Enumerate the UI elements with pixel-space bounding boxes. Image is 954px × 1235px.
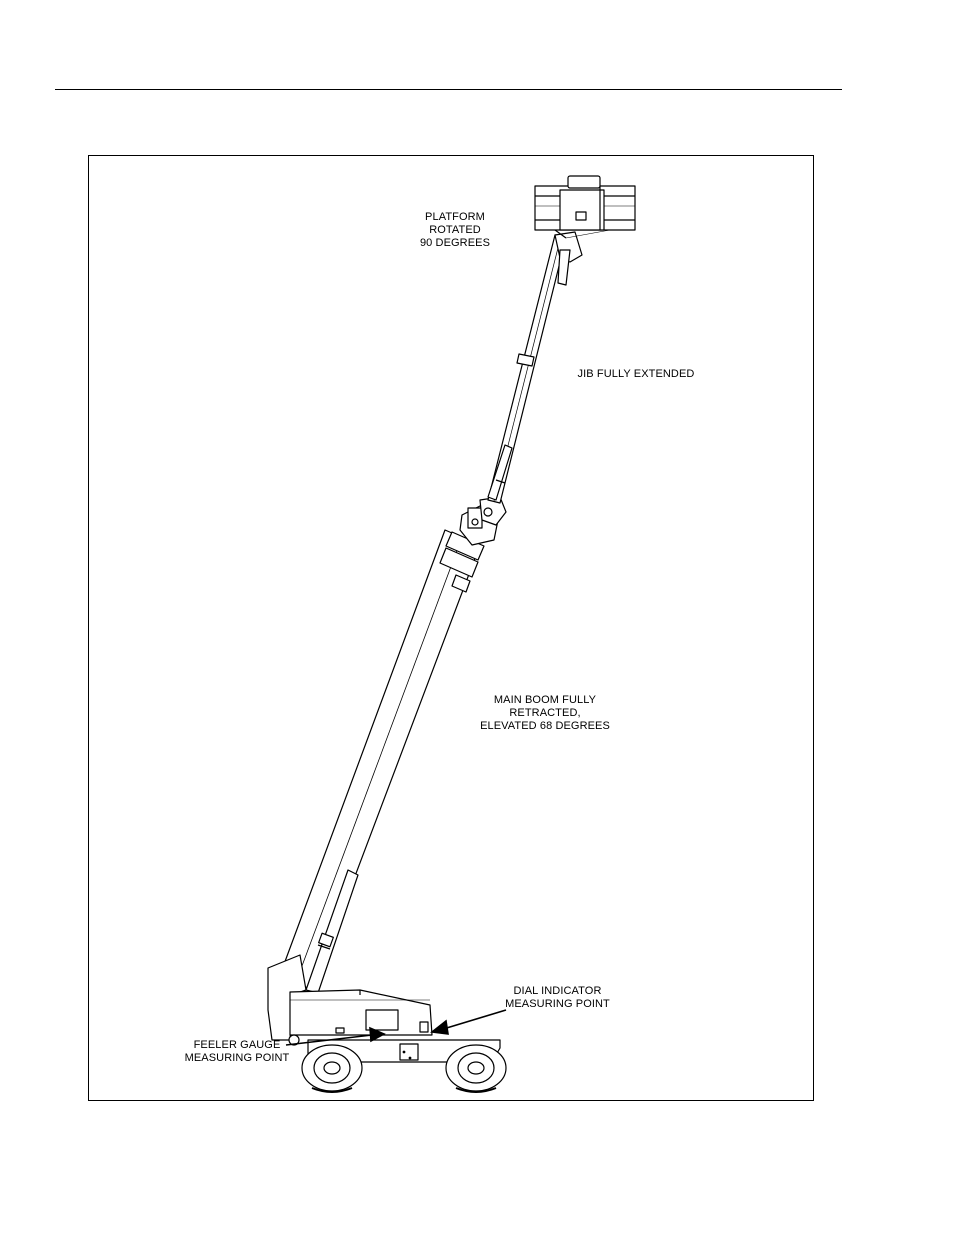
main-boom-callout: MAIN BOOM FULLY RETRACTED, ELEVATED 68 D… — [470, 694, 620, 733]
platform — [535, 176, 635, 238]
rear-wheel — [446, 1045, 506, 1092]
feeler-gauge-callout: FEELER GAUGE MEASURING POINT — [172, 1039, 302, 1065]
platform-callout: PLATFORM ROTATED 90 DEGREES — [400, 211, 510, 250]
jib-callout: JIB FULLY EXTENDED — [566, 368, 706, 381]
main-boom — [280, 530, 484, 993]
front-wheel — [302, 1045, 362, 1092]
turntable — [268, 955, 432, 1040]
dial-indicator-arrow — [432, 1010, 506, 1034]
dial-indicator-callout: DIAL INDICATOR MEASURING POINT — [490, 985, 625, 1011]
jib-knuckle — [460, 497, 506, 545]
